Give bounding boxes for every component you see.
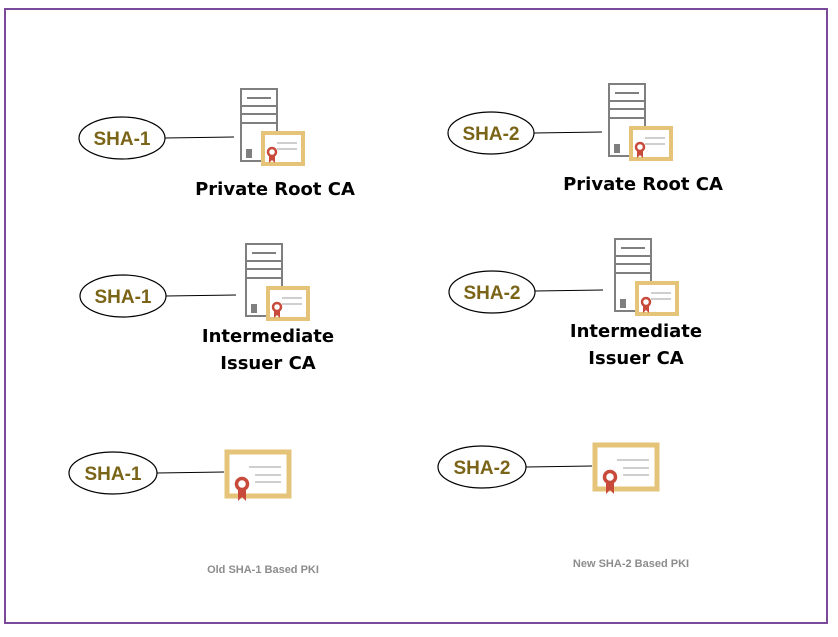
new-root-connector xyxy=(533,131,603,134)
new-root-hash-label: SHA-2 xyxy=(462,124,519,145)
old-pki-caption: Old SHA-1 Based PKI xyxy=(207,564,319,576)
new-leaf-node: SHA-2 xyxy=(437,445,657,494)
new-intermediate-server-with-certificate-icon xyxy=(613,237,679,316)
new-pki-caption: New SHA-2 Based PKI xyxy=(573,558,689,570)
new-intermediate-ca-label-line2: Issuer CA xyxy=(588,348,684,369)
old-intermediate-server-with-certificate-icon xyxy=(244,242,310,321)
new-leaf-connector xyxy=(525,465,593,468)
new-intermediate-hash-ellipse xyxy=(448,270,536,314)
old-leaf-certificate-icon xyxy=(227,452,289,501)
old-intermediate-hash-label: SHA-1 xyxy=(94,287,151,308)
new-intermediate-ca-label-line1: Intermediate xyxy=(570,321,702,342)
new-root-node: SHA-2 Private Root CA xyxy=(447,82,723,195)
old-root-ca-label: Private Root CA xyxy=(195,179,355,200)
new-leaf-hash-label: SHA-2 xyxy=(453,458,510,479)
old-root-node: SHA-1 Private Root CA xyxy=(78,87,355,200)
old-root-connector xyxy=(164,136,235,139)
new-root-ca-label: Private Root CA xyxy=(563,174,723,195)
old-leaf-connector xyxy=(156,471,225,474)
new-intermediate-node: SHA-2 Intermediate Issuer CA xyxy=(448,237,702,369)
diagram-frame xyxy=(4,8,828,624)
new-root-server-with-certificate-icon xyxy=(607,82,673,161)
old-root-server-with-certificate-icon xyxy=(239,87,305,166)
old-root-hash-label: SHA-1 xyxy=(93,129,150,150)
old-intermediate-ca-label-line1: Intermediate xyxy=(202,326,334,347)
old-intermediate-ca-label-line2: Issuer CA xyxy=(220,353,316,374)
old-intermediate-node: SHA-1 Intermediate Issuer CA xyxy=(79,242,334,374)
old-leaf-node: SHA-1 xyxy=(68,452,289,501)
new-leaf-certificate-icon xyxy=(595,445,657,494)
old-intermediate-connector xyxy=(165,294,237,297)
new-intermediate-hash-label: SHA-2 xyxy=(463,283,520,304)
old-leaf-hash-label: SHA-1 xyxy=(84,464,141,485)
new-intermediate-connector xyxy=(534,289,604,292)
